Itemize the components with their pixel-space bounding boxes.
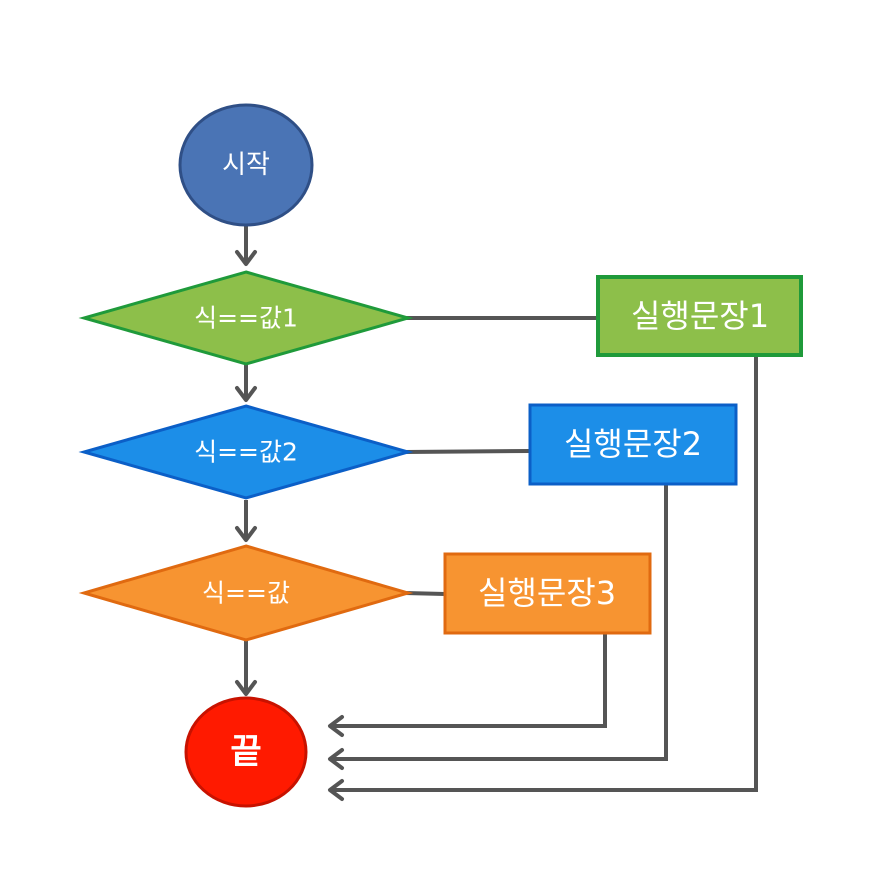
end-node: 끝 — [184, 696, 308, 808]
decision-1-label: 식==값1 — [194, 304, 298, 333]
decision-1: 식==값1 — [78, 270, 414, 366]
flow-arrow-start-to-decision-1 — [235, 226, 257, 266]
flow-arrow-decision-1-to-decision-2 — [235, 364, 257, 402]
statement-2: 실행문장2 — [528, 403, 738, 486]
decision-2: 식==값2 — [78, 404, 414, 500]
statement-2-label: 실행문장2 — [564, 425, 702, 463]
decision-2-label: 식==값2 — [194, 438, 298, 467]
decision-3: 식==값 — [78, 544, 414, 642]
flow-arrow-decision-2-to-decision-3 — [235, 500, 257, 542]
decision-3-label: 식==값 — [202, 579, 290, 608]
connector-decision-2-to-statement-2 — [404, 449, 531, 454]
start-label: 시작 — [222, 150, 270, 180]
statement-3-label: 실행문장3 — [478, 574, 616, 612]
flow-arrow-decision-3-to-end — [235, 640, 257, 696]
statement-1-label: 실행문장1 — [631, 297, 769, 335]
return-arrow-statement-2-to-end — [328, 484, 668, 770]
return-arrow-statement-1-to-end — [328, 356, 758, 801]
statement-1: 실행문장1 — [596, 275, 803, 357]
return-arrow-statement-3-to-end — [328, 633, 607, 737]
statement-3: 실행문장3 — [443, 552, 652, 635]
start-node: 시작 — [178, 103, 314, 227]
end-label: 끝 — [230, 732, 261, 772]
